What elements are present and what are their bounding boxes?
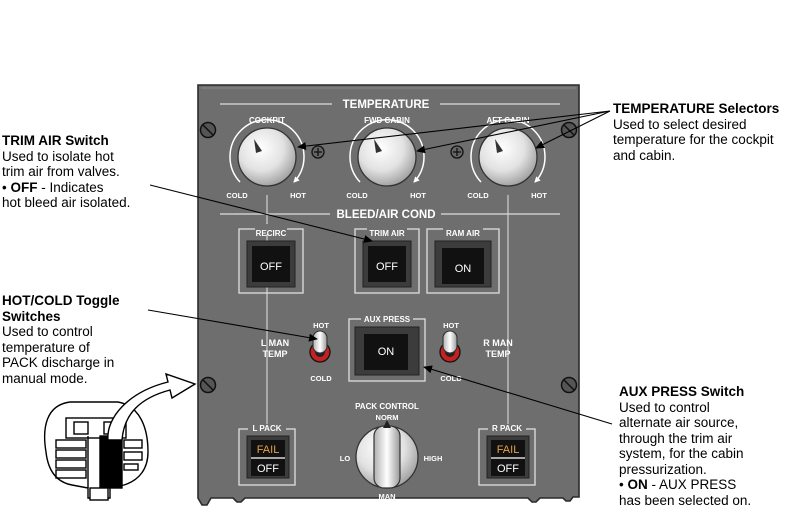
aux-press-callout-line: through the trim air: [619, 430, 733, 446]
switch-label: L PACK: [252, 424, 281, 433]
fwd-cabin-temp-selector[interactable]: FWD CABIN COLD HOT: [346, 116, 426, 200]
temperature-callout-line: Used to select desired: [613, 116, 747, 132]
toggle-callout-title: Switches: [2, 308, 61, 324]
toggle-callout-line: PACK discharge in: [2, 355, 115, 370]
fail-annunciator: FAIL: [257, 444, 280, 456]
aux-press-switch[interactable]: AUX PRESS ON: [348, 314, 426, 382]
switch-state: OFF: [260, 261, 282, 273]
toggle-callout-line: Used to control: [2, 324, 93, 339]
switch-state: OFF: [497, 463, 519, 475]
toggle-label: R MAN: [483, 338, 513, 348]
toggle-hot-label: HOT: [443, 321, 459, 330]
knob-hot-label: HOT: [531, 191, 547, 200]
toggle-callout: HOT/COLD Toggle Switches Used to control…: [2, 293, 120, 386]
bullet-prefix: •: [619, 477, 628, 492]
aux-press-callout-title: AUX PRESS Switch: [619, 384, 745, 399]
temperature-callout-line: temperature for the cockpit: [613, 132, 774, 147]
trim-air-callout-bullet: • OFF - Indicates: [2, 180, 130, 196]
temperature-callout-line: and cabin.: [613, 147, 676, 163]
temperature-header: TEMPERATURE: [343, 99, 430, 111]
toggle-cold-label: COLD: [440, 374, 462, 383]
switch-state: ON: [378, 346, 395, 358]
knob-cold-label: COLD: [346, 191, 368, 200]
switch-label: AUX PRESS: [364, 315, 411, 324]
aux-press-callout-line: has been selected on.: [619, 492, 752, 508]
knob-cold-label: COLD: [226, 191, 248, 200]
toggle-cold-label: COLD: [310, 374, 332, 383]
bullet-prefix: •: [2, 179, 11, 195]
trim-air-callout-line: Used to isolate hot: [2, 148, 114, 164]
location-arrow: [107, 372, 197, 441]
bullet-text: - AUX PRESS: [647, 477, 737, 492]
toggle-callout-line: temperature of: [2, 339, 90, 355]
aux-press-callout-line: Used to control: [619, 399, 710, 415]
recirc-switch[interactable]: RECIRC OFF: [238, 224, 304, 294]
panel-screw: [199, 121, 217, 139]
leader-lines: [147, 110, 613, 425]
knob-hot-label: HOT: [290, 191, 306, 200]
knob-hot-label: HOT: [410, 191, 426, 200]
trim-screw-icon: [450, 145, 464, 159]
panel-screw: [560, 376, 578, 394]
ram-air-switch[interactable]: RAM AIR ON: [426, 224, 500, 294]
left-man-temp-toggle[interactable]: HOT L MAN TEMP COLD: [261, 321, 332, 383]
toggle-callout-line: manual mode.: [2, 370, 88, 386]
pack-control-selector[interactable]: PACK CONTROL NORM LO HIGH MAN: [340, 402, 443, 501]
switch-state: OFF: [257, 463, 279, 475]
trim-air-callout-title: TRIM AIR Switch: [2, 133, 109, 148]
switch-label: R PACK: [492, 424, 522, 433]
toggle-hot-label: HOT: [313, 321, 329, 330]
toggle-label: L MAN: [261, 338, 289, 348]
pack-control-lo: LO: [340, 454, 351, 463]
trim-air-switch[interactable]: TRIM AIR OFF: [354, 224, 420, 294]
switch-label: TRIM AIR: [369, 229, 404, 238]
bullet-text: - Indicates: [37, 179, 104, 195]
aux-press-callout-bullet: • ON - AUX PRESS: [619, 477, 751, 493]
switch-label: RECIRC: [256, 229, 287, 238]
trim-air-callout-line: hot bleed air isolated.: [2, 195, 131, 210]
aux-press-callout-line: alternate air source,: [619, 415, 739, 430]
aux-press-callout-line: pressurization.: [619, 461, 707, 477]
trim-screw-icon: [311, 145, 325, 159]
location-inset-icon: [43, 401, 149, 501]
right-pack-switch[interactable]: R PACK FAIL OFF: [478, 424, 536, 486]
trim-air-callout-line: trim air from valves.: [2, 164, 120, 179]
right-man-temp-toggle[interactable]: HOT R MAN TEMP COLD: [439, 321, 513, 383]
bullet-keyword: OFF: [10, 179, 38, 195]
fail-annunciator: FAIL: [497, 444, 520, 456]
pack-control-high: HIGH: [424, 454, 443, 463]
aux-press-callout: AUX PRESS Switch Used to control alterna…: [619, 384, 751, 508]
bullet-keyword: ON: [627, 477, 648, 492]
toggle-label: TEMP: [485, 349, 510, 359]
knob-label: COCKPIT: [249, 116, 285, 125]
knob-label: AFT CABIN: [486, 116, 529, 125]
air-conditioning-panel: [197, 84, 580, 506]
toggle-label: TEMP: [262, 349, 287, 359]
cockpit-temp-selector[interactable]: COCKPIT COLD HOT: [226, 116, 306, 200]
temperature-callout-title: TEMPERATURE Selectors: [613, 101, 780, 116]
trim-air-callout: TRIM AIR Switch Used to isolate hot trim…: [2, 133, 130, 211]
toggle-callout-title: HOT/COLD Toggle: [2, 293, 120, 308]
pack-control-man: MAN: [378, 492, 395, 501]
temperature-callout: TEMPERATURE Selectors Used to select des…: [613, 101, 779, 163]
pack-control-norm: NORM: [376, 413, 399, 422]
knob-label: FWD CABIN: [364, 116, 410, 125]
switch-state: OFF: [376, 261, 398, 273]
bleed-header: BLEED/AIR COND: [336, 209, 435, 221]
switch-label: RAM AIR: [446, 229, 480, 238]
pack-control-label: PACK CONTROL: [355, 402, 419, 411]
panel-screw: [560, 121, 578, 139]
aux-press-callout-line: system, for the cabin: [619, 446, 744, 461]
panel-screw: [199, 376, 217, 394]
knob-cold-label: COLD: [467, 191, 489, 200]
left-pack-switch[interactable]: L PACK FAIL OFF: [238, 424, 296, 486]
aft-cabin-temp-selector[interactable]: AFT CABIN COLD HOT: [467, 116, 547, 200]
switch-state: ON: [455, 263, 472, 275]
